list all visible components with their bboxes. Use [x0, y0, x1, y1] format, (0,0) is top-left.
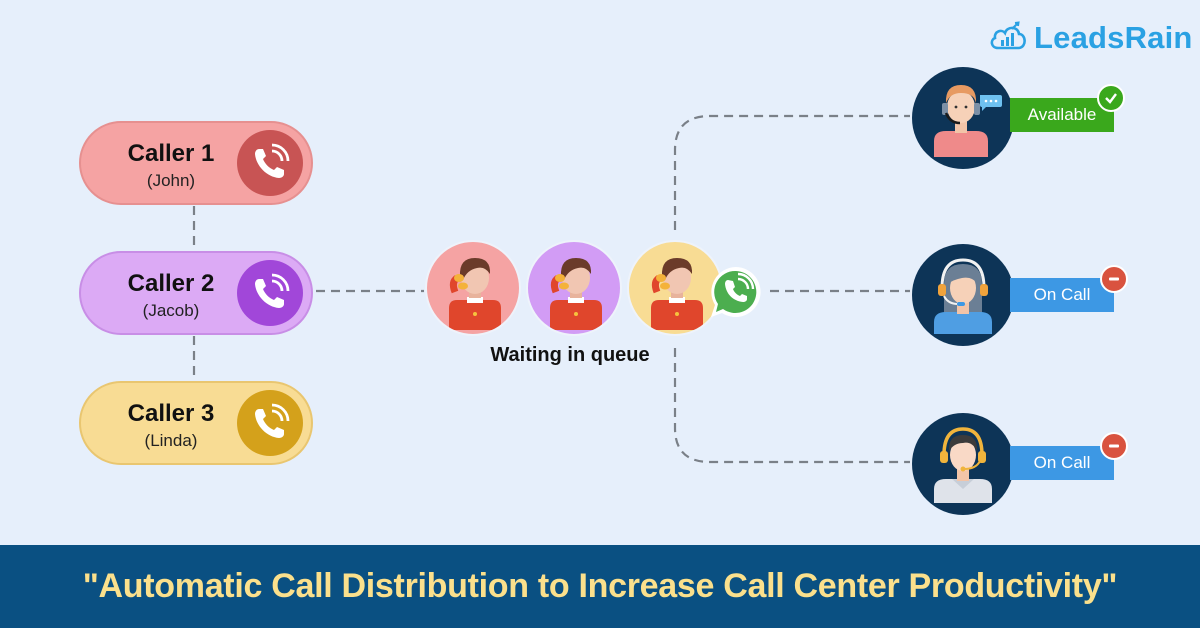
cloud-chart-icon: [988, 20, 1030, 57]
caller-2-card[interactable]: Caller 2 (Jacob): [79, 251, 313, 335]
agent-1-avatar[interactable]: [912, 67, 1014, 169]
caller-label: Caller 1: [127, 140, 215, 167]
queue-label: Waiting in queue: [490, 344, 650, 366]
minus-icon: [1100, 432, 1128, 460]
caller-name: (John): [146, 171, 196, 190]
person-on-phone-icon: [651, 258, 703, 330]
chat-phone-bubble-icon: [709, 265, 763, 319]
queue-caller-1: [425, 240, 521, 336]
agent-1-status: Available: [1010, 98, 1114, 132]
caller-3-card[interactable]: Caller 3 (Linda): [79, 381, 313, 465]
title-banner: "Automatic Call Distribution to Increase…: [0, 545, 1200, 628]
minus-icon: [1100, 265, 1128, 293]
male-agent-headset-icon: [934, 85, 1002, 157]
logo-text: LeadsRain: [1034, 20, 1193, 55]
brand-logo: LeadsRain: [988, 20, 1193, 56]
status-label: Available: [1027, 105, 1097, 124]
agent-3-status: On Call: [1010, 446, 1114, 480]
male-agent-headset-icon: [934, 427, 992, 503]
person-on-phone-icon: [550, 258, 602, 330]
agent-2-avatar[interactable]: [912, 244, 1014, 346]
queue-caller-3: [627, 240, 723, 336]
queue-caller-2: [526, 240, 622, 336]
phone-ringing-icon: [237, 390, 303, 456]
banner-title: "Automatic Call Distribution to Increase…: [82, 567, 1118, 605]
check-icon: [1097, 84, 1125, 112]
caller-label: Caller 2: [127, 270, 215, 297]
status-label: On Call: [1033, 453, 1091, 472]
caller-name: (Jacob): [142, 301, 200, 320]
phone-ringing-icon: [237, 130, 303, 196]
person-on-phone-icon: [449, 258, 501, 330]
caller-name: (Linda): [144, 431, 198, 450]
phone-ringing-icon: [237, 260, 303, 326]
female-agent-headset-icon: [934, 258, 992, 334]
caller-1-card[interactable]: Caller 1 (John): [79, 121, 313, 205]
status-label: On Call: [1033, 285, 1091, 304]
caller-label: Caller 3: [127, 400, 215, 427]
agent-2-status: On Call: [1010, 278, 1114, 312]
agent-3-avatar[interactable]: [912, 413, 1014, 515]
